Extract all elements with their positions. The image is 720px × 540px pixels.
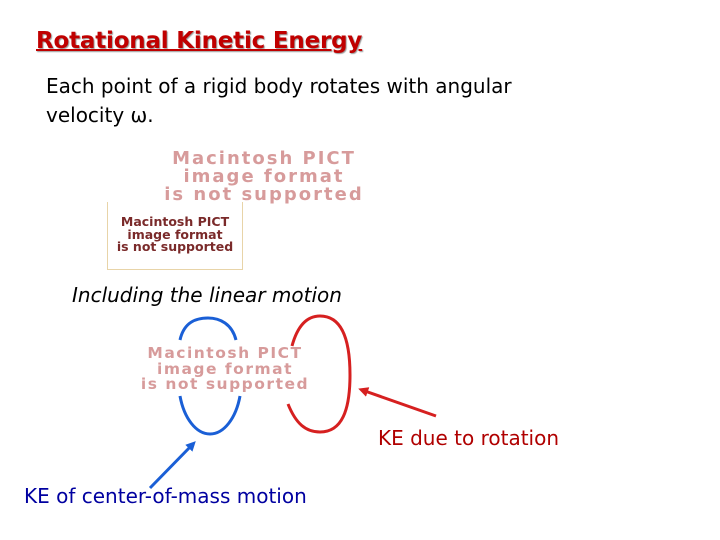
intro-line-1: Each point of a rigid body rotates with … <box>46 74 512 98</box>
red-arrow <box>358 387 437 418</box>
including-linear-motion-text: Including the linear motion <box>72 283 342 307</box>
intro-line-2: velocity ω. <box>46 103 154 127</box>
pict-placeholder-image-1: Macintosh PICT image format is not suppo… <box>98 148 430 204</box>
pict-line: Macintosh PICT <box>147 344 303 362</box>
blue-arrow <box>148 441 196 490</box>
red-bracket <box>286 314 352 434</box>
pict-line: image format <box>183 166 345 187</box>
pict-line: is not supported <box>140 375 310 393</box>
pict-line: image format <box>127 226 223 242</box>
slide-title: Rotational Kinetic Energy <box>36 28 363 54</box>
ke-com-label: KE of center-of-mass motion <box>24 484 307 508</box>
pict-line: is not supported <box>116 239 234 254</box>
pict-placeholder-image-2: Macintosh PICT image format is not suppo… <box>107 202 243 270</box>
ke-rotation-label: KE due to rotation <box>378 426 560 450</box>
blue-bracket-top <box>178 316 238 341</box>
pict-placeholder-image-3: Macintosh PICT image format is not suppo… <box>106 344 344 394</box>
pict-line: is not supported <box>164 184 364 205</box>
pict-line: image format <box>157 359 293 378</box>
blue-bracket-bottom <box>178 395 242 436</box>
pict-line: Macintosh PICT <box>120 214 230 229</box>
pict-line: Macintosh PICT <box>172 148 356 169</box>
intro-text: Each point of a rigid body rotates with … <box>46 72 512 130</box>
